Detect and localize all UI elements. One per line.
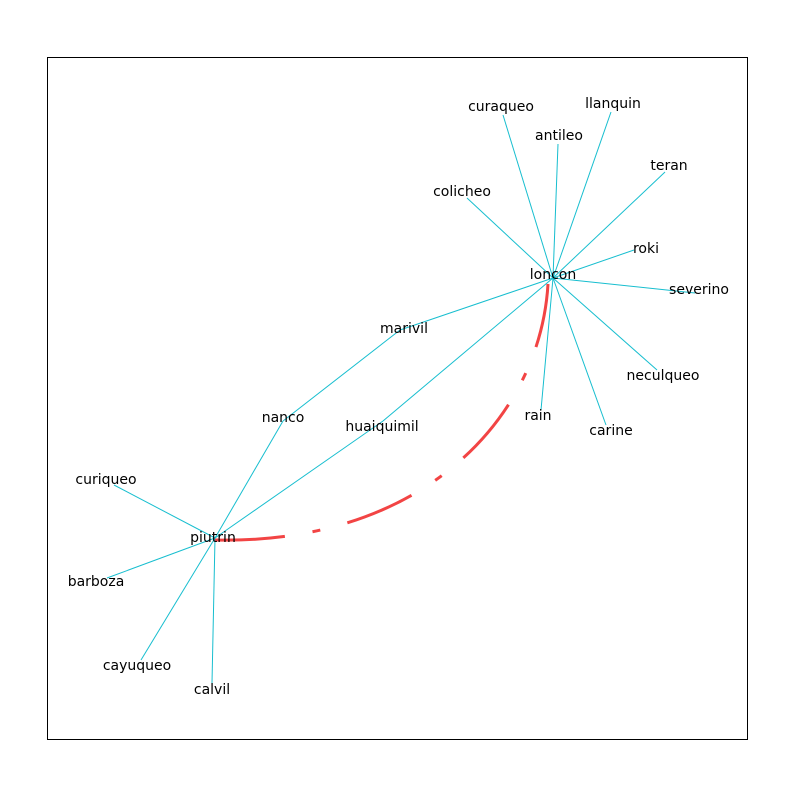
node-label-neculqueo: neculqueo	[627, 368, 700, 384]
node-label-huaiquimil: huaiquimil	[345, 419, 418, 435]
edge-loncon-neculqueo	[552, 277, 658, 371]
edge-loncon-rain	[540, 277, 554, 411]
edges-layer	[106, 111, 696, 684]
edge-loncon-teran	[552, 171, 666, 279]
edge-loncon-carine	[552, 277, 607, 426]
node-label-curiqueo: curiqueo	[75, 472, 136, 488]
node-label-colicheo: colicheo	[433, 184, 491, 200]
node-label-barboza: barboza	[68, 574, 125, 590]
edge-huaiquimil-piutrin	[214, 420, 384, 539]
node-label-carine: carine	[589, 423, 632, 439]
plot-frame	[47, 57, 748, 740]
node-label-severino: severino	[669, 282, 729, 298]
edge-loncon-huaiquimil	[382, 277, 554, 422]
edge-loncon-curaqueo	[502, 114, 554, 279]
edge-nanco-piutrin	[214, 420, 284, 539]
node-label-marivil: marivil	[380, 321, 428, 337]
node-label-calvil: calvil	[194, 682, 230, 698]
highlighted-edge	[214, 283, 550, 542]
edge-loncon-colicheo	[466, 197, 554, 279]
edge-piutrin-curiqueo	[113, 484, 216, 539]
edge-loncon-llanquin	[552, 111, 612, 279]
edge-piutrin-barboza	[106, 537, 216, 579]
node-label-nanco: nanco	[262, 410, 305, 426]
node-label-roki: roki	[633, 241, 659, 257]
edge-piutrin-cayuqueo	[140, 537, 216, 661]
node-label-antileo: antileo	[535, 128, 583, 144]
edge-piutrin-calvil	[211, 537, 216, 684]
edge-loncon-roki	[552, 249, 635, 279]
node-label-rain: rain	[524, 408, 551, 424]
node-label-llanquin: llanquin	[585, 96, 641, 112]
node-label-teran: teran	[650, 158, 687, 174]
edge-marivil-nanco	[282, 329, 401, 422]
edge-loncon-antileo	[552, 143, 559, 279]
node-label-cayuqueo: cayuqueo	[103, 658, 171, 674]
edge-loncon-marivil	[399, 277, 554, 331]
node-label-piutrin: piutrin	[190, 530, 236, 546]
node-label-loncon: loncon	[530, 267, 576, 283]
edge-loncon-severino	[552, 277, 696, 294]
node-label-curaqueo: curaqueo	[468, 99, 534, 115]
